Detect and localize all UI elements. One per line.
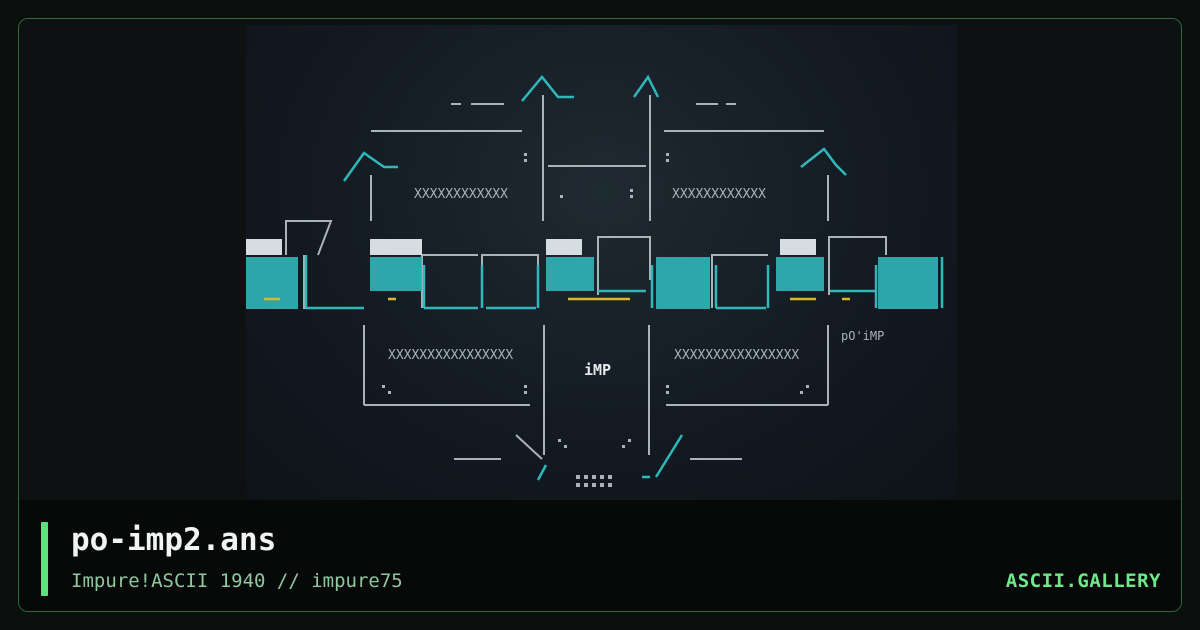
art-x-row-2: XXXXXXXXXXXX bbox=[672, 187, 766, 202]
art-x-row-4: XXXXXXXXXXXXXXXX bbox=[674, 348, 799, 363]
preview-card: XXXXXXXXXXXX XXXXXXXXXXXX XXXXXXXXXXXXXX… bbox=[18, 18, 1182, 612]
accent-bar bbox=[41, 522, 48, 596]
artwork-title[interactable]: po-imp2.ans bbox=[71, 522, 277, 558]
art-text: XXXXXXXXXXXX XXXXXXXXXXXX XXXXXXXXXXXXXX… bbox=[388, 187, 884, 363]
art-dots bbox=[382, 153, 809, 487]
art-x-row-1: XXXXXXXXXXXX bbox=[414, 187, 508, 202]
art-logo-center: iMP bbox=[584, 361, 611, 379]
info-bar: po-imp2.ans Impure!ASCII 1940 // impure7… bbox=[19, 500, 1181, 611]
art-x-row-3: XXXXXXXXXXXXXXXX bbox=[388, 348, 513, 363]
art-teal-strokes bbox=[304, 74, 944, 481]
art-signature: pO'iMP bbox=[841, 329, 884, 343]
artwork-area: XXXXXXXXXXXX XXXXXXXXXXXX XXXXXXXXXXXXXX… bbox=[19, 19, 1181, 501]
artwork-image[interactable]: XXXXXXXXXXXX XXXXXXXXXXXX XXXXXXXXXXXXXX… bbox=[246, 25, 957, 501]
site-brand[interactable]: ASCII.GALLERY bbox=[1005, 570, 1161, 592]
ansi-art-drawing: XXXXXXXXXXXX XXXXXXXXXXXX XXXXXXXXXXXXXX… bbox=[246, 74, 944, 487]
artwork-subtitle: Impure!ASCII 1940 // impure75 bbox=[71, 570, 403, 592]
art-teal-blocks bbox=[246, 239, 938, 309]
